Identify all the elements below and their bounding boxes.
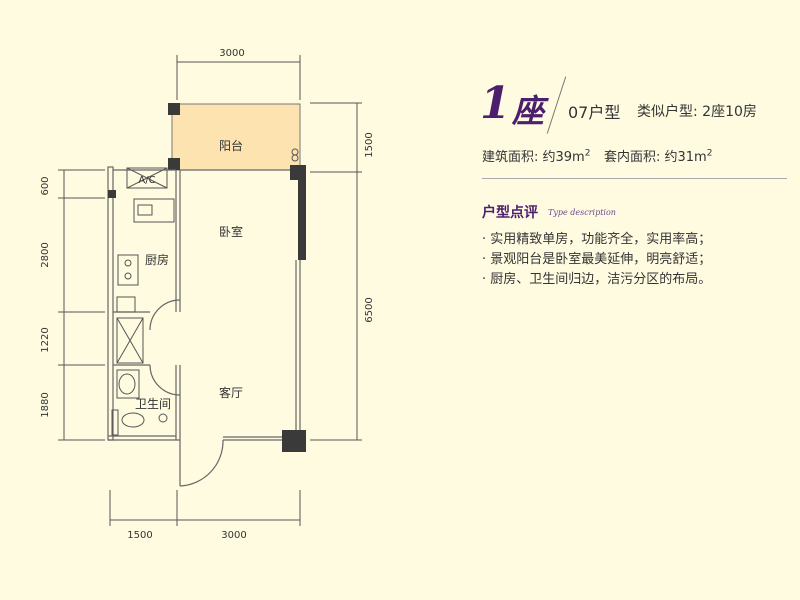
room-living: 客厅	[219, 385, 243, 400]
gross-area: 建筑面积: 约39m2	[482, 148, 591, 165]
unit-type: 07户型	[568, 103, 621, 122]
net-area: 套内面积: 约31m2	[604, 148, 713, 165]
balcony	[171, 103, 301, 171]
dimension-labels: 3000 1500 6500 600 2800 1220 1880 1500 3…	[40, 48, 375, 541]
similar-unit: 类似户型: 2座10房	[637, 104, 757, 120]
review-subtitle: Type description	[548, 208, 616, 217]
review-bullet: · 景观阳台是卧室最美延伸，明亮舒适；	[482, 252, 712, 267]
room-kitchen: 厨房	[145, 252, 169, 267]
dim-top: 3000	[219, 48, 244, 59]
ac-unit: A/C	[138, 175, 155, 186]
review-bullet: · 实用精致单房，功能齐全，实用率高；	[482, 232, 712, 247]
divider-slash	[546, 76, 567, 134]
room-bathroom: 卫生间	[135, 397, 171, 411]
dim-right-main: 6500	[364, 297, 375, 322]
divider	[482, 178, 787, 179]
dim-left: 2800	[40, 242, 51, 267]
review-bullet: · 厨房、卫生间归边，洁污分区的布局。	[482, 272, 712, 287]
dim-bottom: 1500	[127, 530, 152, 541]
dim-left: 600	[40, 176, 51, 195]
building-number: 1	[480, 78, 511, 129]
room-bedroom: 卧室	[219, 224, 243, 239]
dim-left: 1880	[40, 392, 51, 417]
room-balcony: 阳台	[219, 138, 243, 153]
building-char: 座	[512, 92, 545, 130]
dim-right-top: 1500	[364, 132, 375, 157]
floor-plan: 3000 1500 6500 600 2800 1220 1880 1500 3…	[40, 48, 375, 541]
dim-left: 1220	[40, 327, 51, 352]
dim-bottom: 3000	[221, 530, 246, 541]
review-title: 户型点评	[482, 205, 538, 221]
